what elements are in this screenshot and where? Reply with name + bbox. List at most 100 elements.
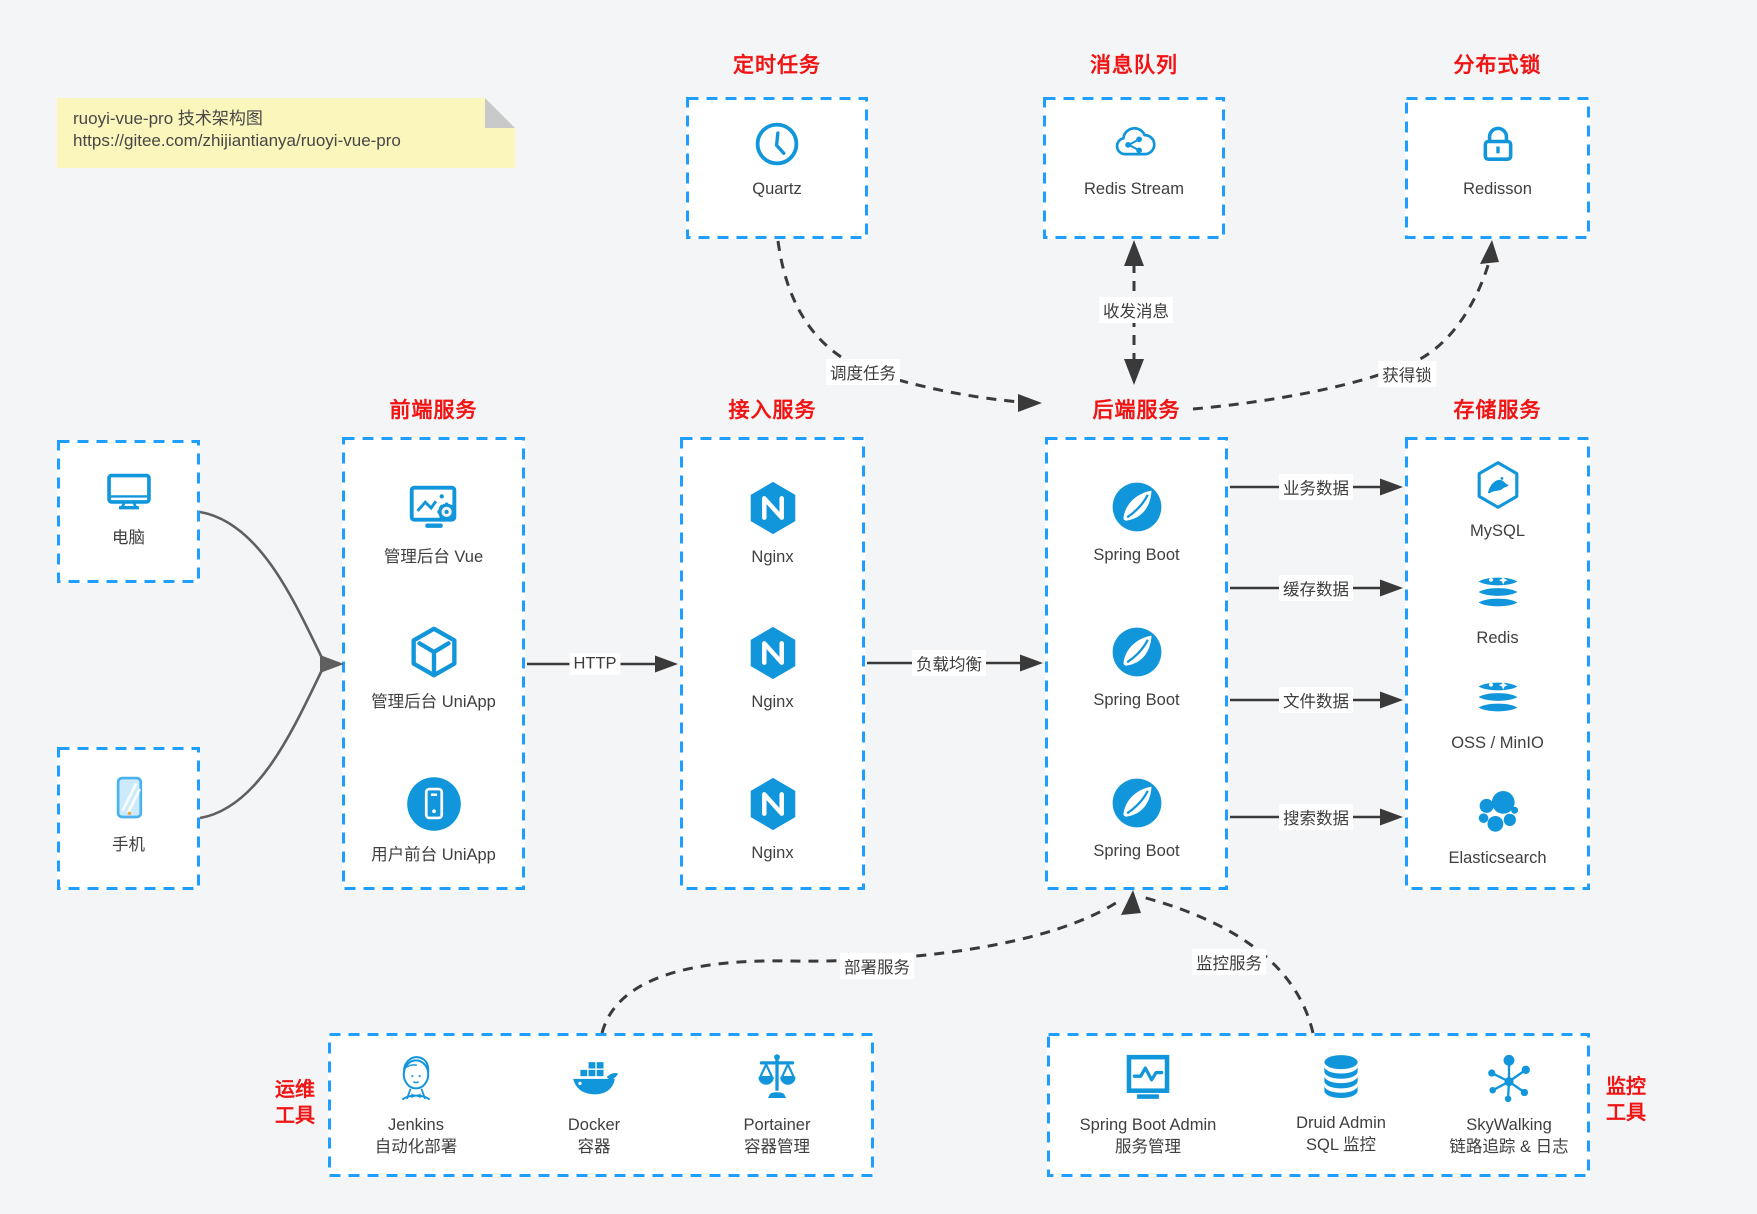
spring-boot-icon <box>1112 482 1161 532</box>
client-item-label: 电脑 <box>112 529 145 547</box>
edge-label-monitor: 监控服务 <box>1192 949 1266 975</box>
redis-stream-box: Redis Stream <box>1043 97 1225 239</box>
phone-client-box: 手机 <box>57 747 200 890</box>
frontend-box: 管理后台 Vue 管理后台 UniApp 用户前台 UniApp <box>342 437 525 890</box>
arrowhead-message-up <box>1124 240 1144 266</box>
cloud-share-icon <box>1115 126 1156 156</box>
column-title-gateway: 接入服务 <box>728 399 817 422</box>
edge-pc-to-frontend <box>199 510 324 659</box>
arrowhead-frontend <box>320 655 344 673</box>
nginx-icon <box>750 626 795 680</box>
redis-stack-icon <box>1474 575 1521 609</box>
arrowhead-file-data <box>1380 691 1403 709</box>
service-item-nginx-3: Nginx <box>680 773 865 864</box>
service-item-label: Redis Stream <box>1084 180 1184 198</box>
edge-label-business-data: 业务数据 <box>1279 474 1353 500</box>
note-title: ruoyi-vue-pro 技术架构图 <box>73 109 263 128</box>
admin-monitor-icon <box>1126 1054 1170 1099</box>
note-url: https://gitee.com/zhijiantianya/ruoyi-vu… <box>73 131 401 150</box>
service-item-admin-uniapp: 管理后台 UniApp <box>342 622 525 713</box>
service-item-label: Spring Boot <box>1093 691 1180 709</box>
pc-client-box: 电脑 <box>57 440 200 583</box>
elasticsearch-icon <box>1478 791 1518 832</box>
clock-icon <box>755 122 799 166</box>
service-item-springboot-3: Spring Boot <box>1045 773 1228 862</box>
service-item-admin-vue: 管理后台 Vue <box>342 477 525 568</box>
arrowhead-lock <box>1480 240 1499 264</box>
edge-label-deploy: 部署服务 <box>840 953 914 979</box>
edge-label-message: 收发消息 <box>1099 297 1173 323</box>
jenkins-icon <box>401 1056 431 1101</box>
uniapp-circle-phone-icon <box>406 777 461 831</box>
edge-label-schedule: 调度任务 <box>826 359 900 385</box>
skywalking-network-icon <box>1488 1054 1530 1103</box>
phone-icon <box>116 776 142 819</box>
edge-phone-to-frontend <box>199 669 324 820</box>
mysql-icon <box>1477 461 1518 509</box>
service-item-label: Nginx <box>751 548 794 566</box>
service-item-label: 用户前台 UniApp <box>371 846 496 864</box>
oss-stack-icon <box>1474 680 1521 714</box>
arrowhead-message-down <box>1124 359 1144 385</box>
spring-boot-icon <box>1112 778 1161 828</box>
edge-label-search-data: 搜索数据 <box>1279 804 1353 830</box>
service-item-label: 管理后台 UniApp <box>371 693 496 711</box>
nginx-icon <box>750 481 795 535</box>
service-item-springboot-2: Spring Boot <box>1045 622 1228 711</box>
uniapp-cube-icon <box>410 626 457 678</box>
ops-tools-side-label: 运维 工具 <box>275 1079 315 1127</box>
edge-label-load-balance: 负载均衡 <box>912 650 986 676</box>
column-title-frontend: 前端服务 <box>389 399 478 422</box>
arrowhead-schedule <box>1018 394 1042 412</box>
service-item-label: Redisson <box>1463 180 1532 198</box>
edge-lock-curve <box>1192 261 1491 411</box>
service-item-redisson: Redisson <box>1405 117 1590 200</box>
service-item-mysql: MySQL <box>1405 457 1590 542</box>
service-item-springboot-1: Spring Boot <box>1045 477 1228 566</box>
service-item-label: Redis <box>1476 629 1519 647</box>
service-item-label: Spring Boot <box>1093 546 1180 564</box>
note-fold-icon <box>485 98 515 128</box>
service-item-oss-minio: OSS / MinIO <box>1405 669 1590 754</box>
column-title-backend: 后端服务 <box>1092 399 1181 422</box>
admin-vue-icon <box>409 485 456 528</box>
service-item-nginx-1: Nginx <box>680 477 865 568</box>
service-item-label: MySQL <box>1469 522 1525 540</box>
service-item-label: Spring Boot <box>1093 842 1180 860</box>
arrowhead-search-data <box>1380 808 1403 826</box>
edge-label-lock: 获得锁 <box>1378 361 1436 387</box>
group-title-message-queue: 消息队列 <box>1090 54 1178 77</box>
service-item-label: Nginx <box>751 844 794 862</box>
redisson-box: Redisson <box>1405 97 1590 239</box>
edge-label-http: HTTP <box>569 653 621 675</box>
desktop-icon <box>106 473 151 510</box>
docker-icon <box>573 1062 619 1095</box>
client-item-label: 手机 <box>112 836 145 854</box>
column-title-storage: 存储服务 <box>1453 399 1542 422</box>
service-item-elasticsearch: Elasticsearch <box>1405 784 1590 869</box>
group-title-scheduled-tasks: 定时任务 <box>733 54 821 77</box>
client-item-phone: 手机 <box>57 769 200 856</box>
portainer-scales-icon <box>758 1054 796 1098</box>
quartz-box: Quartz <box>686 97 868 239</box>
gateway-box: Nginx Nginx Nginx <box>680 437 865 890</box>
service-item-nginx-2: Nginx <box>680 622 865 713</box>
service-item-label: OSS / MinIO <box>1451 734 1544 752</box>
arrowhead-load-balance <box>1020 654 1043 672</box>
client-item-pc: 电脑 <box>57 462 200 549</box>
service-item-label: Nginx <box>751 693 794 711</box>
spring-boot-icon <box>1112 627 1161 677</box>
